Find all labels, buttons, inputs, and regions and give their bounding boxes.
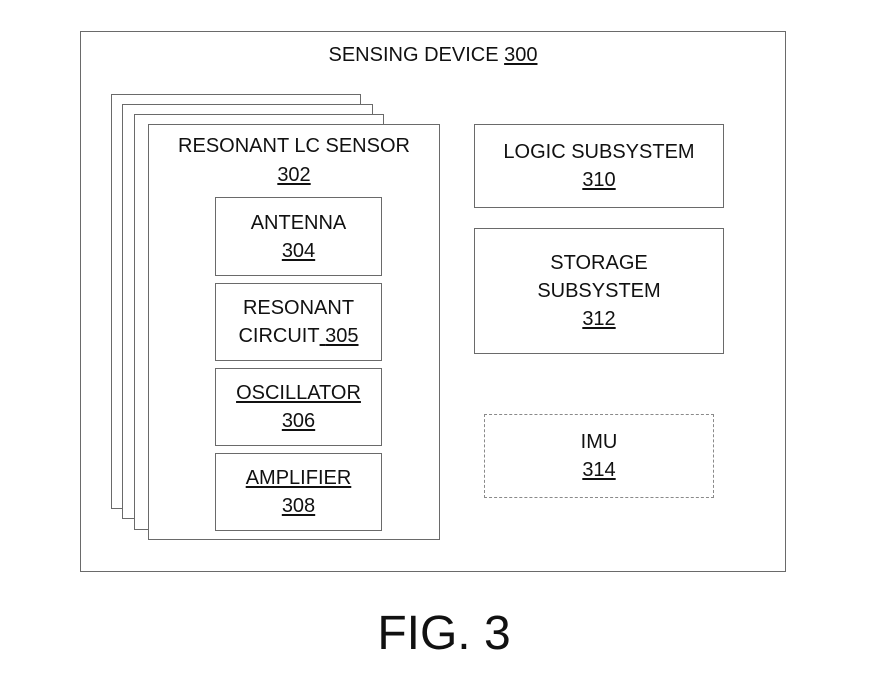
storage-subsystem-box: STORAGE SUBSYSTEM 312 xyxy=(474,228,724,354)
antenna-box: ANTENNA 304 xyxy=(215,197,382,276)
storage-subsystem-ref: 312 xyxy=(582,308,616,330)
oscillator-box: OSCILLATOR 306 xyxy=(215,368,382,446)
sensor-ref-number: 302 xyxy=(277,164,311,186)
resonant-circuit-text: RESONANT CIRCUIT 305 xyxy=(216,284,381,360)
amplifier-label: AMPLIFIER xyxy=(245,467,352,489)
resonant-circuit-box: RESONANT CIRCUIT 305 xyxy=(215,283,382,361)
storage-subsystem-label-line2: SUBSYSTEM xyxy=(537,280,661,302)
antenna-text: ANTENNA 304 xyxy=(216,198,381,275)
logic-subsystem-ref: 310 xyxy=(582,169,616,191)
resonant-circuit-label-line2: CIRCUIT xyxy=(238,325,320,347)
logic-subsystem-text: LOGIC SUBSYSTEM 310 xyxy=(475,125,723,207)
oscillator-text: OSCILLATOR 306 xyxy=(216,369,381,445)
figure-label: FIG. 3 xyxy=(377,607,511,660)
amplifier-box: AMPLIFIER 308 xyxy=(215,453,382,531)
imu-ref: 314 xyxy=(582,459,616,481)
sensing-device-ref: 300 xyxy=(504,44,538,66)
storage-subsystem-label-line1: STORAGE xyxy=(550,252,648,274)
antenna-label: ANTENNA xyxy=(250,211,347,234)
sensor-title: RESONANT LC SENSOR xyxy=(178,135,410,157)
sensing-device-label: SENSING DEVICE 300 xyxy=(81,42,785,69)
oscillator-ref: 306 xyxy=(281,410,316,432)
imu-text: IMU 314 xyxy=(485,415,713,497)
oscillator-label: OSCILLATOR xyxy=(236,382,361,404)
logic-subsystem-box: LOGIC SUBSYSTEM 310 xyxy=(474,124,724,208)
imu-label: IMU xyxy=(580,431,618,453)
sensor-ref: 302 xyxy=(149,162,439,189)
resonant-circuit-label-line1: RESONANT xyxy=(242,297,355,319)
resonant-circuit-ref: 305 xyxy=(325,325,359,347)
sensing-device-title: SENSING DEVICE xyxy=(328,44,505,66)
logic-subsystem-label: LOGIC SUBSYSTEM xyxy=(503,141,695,163)
antenna-ref: 304 xyxy=(281,239,316,262)
amplifier-text: AMPLIFIER 308 xyxy=(216,454,381,530)
resonant-lc-sensor-box: RESONANT LC SENSOR 302 xyxy=(148,124,440,540)
imu-box: IMU 314 xyxy=(484,414,714,498)
amplifier-ref: 308 xyxy=(281,495,316,517)
storage-subsystem-text: STORAGE SUBSYSTEM 312 xyxy=(475,229,723,353)
